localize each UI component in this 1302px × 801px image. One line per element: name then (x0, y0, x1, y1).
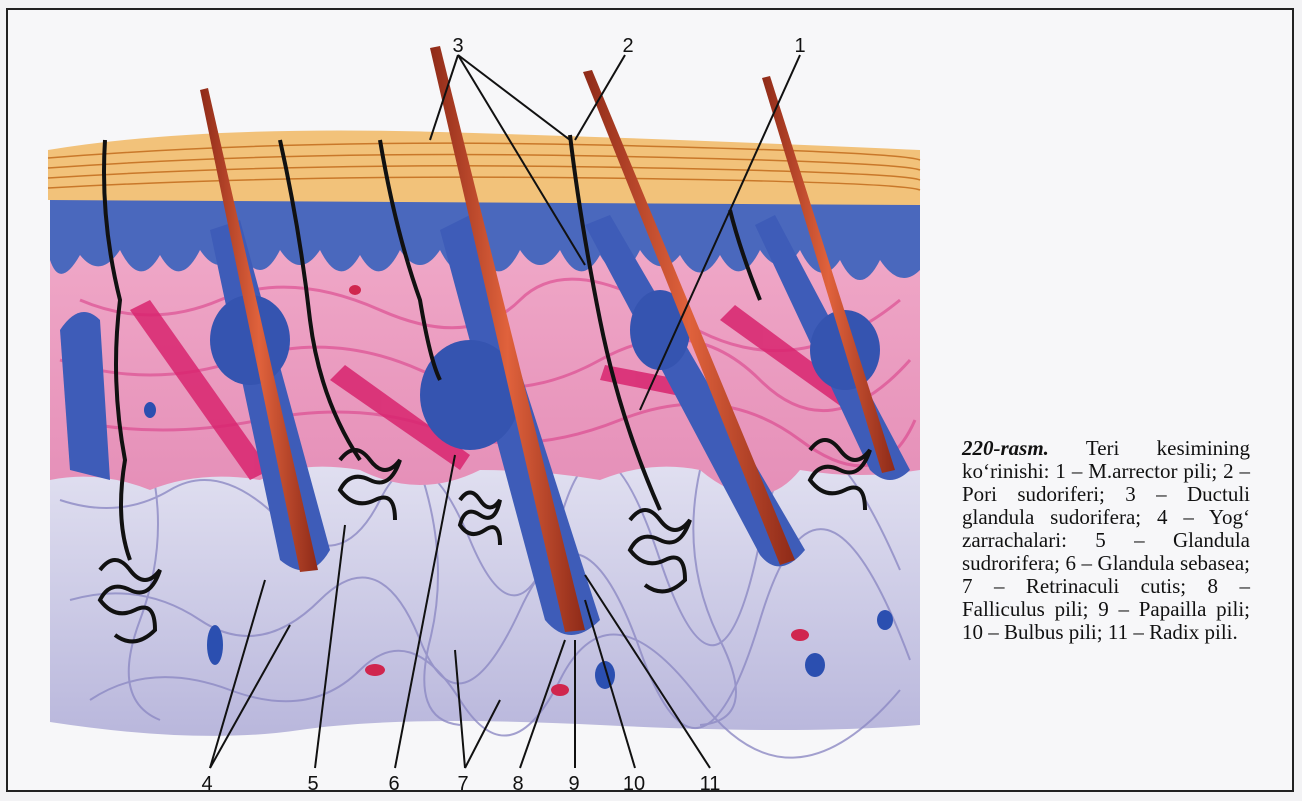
label-5: 5 (307, 773, 318, 795)
label-6: 6 (388, 773, 399, 795)
label-8: 8 (512, 773, 523, 795)
label-7: 7 (457, 773, 468, 795)
figure-legend: 1 – M.arrector pili; 2 – Pori sudoriferi… (962, 459, 1250, 644)
figure-caption: 220-rasm. Teri kesimining ko‘rinishi: 1 … (962, 437, 1250, 644)
label-10: 10 (623, 773, 645, 795)
label-1: 1 (794, 35, 805, 57)
label-3: 3 (452, 35, 463, 57)
label-4: 4 (201, 773, 212, 795)
label-2: 2 (622, 35, 633, 57)
label-9: 9 (568, 773, 579, 795)
figure-number: 220-rasm. (962, 436, 1049, 460)
label-11: 11 (700, 773, 721, 795)
